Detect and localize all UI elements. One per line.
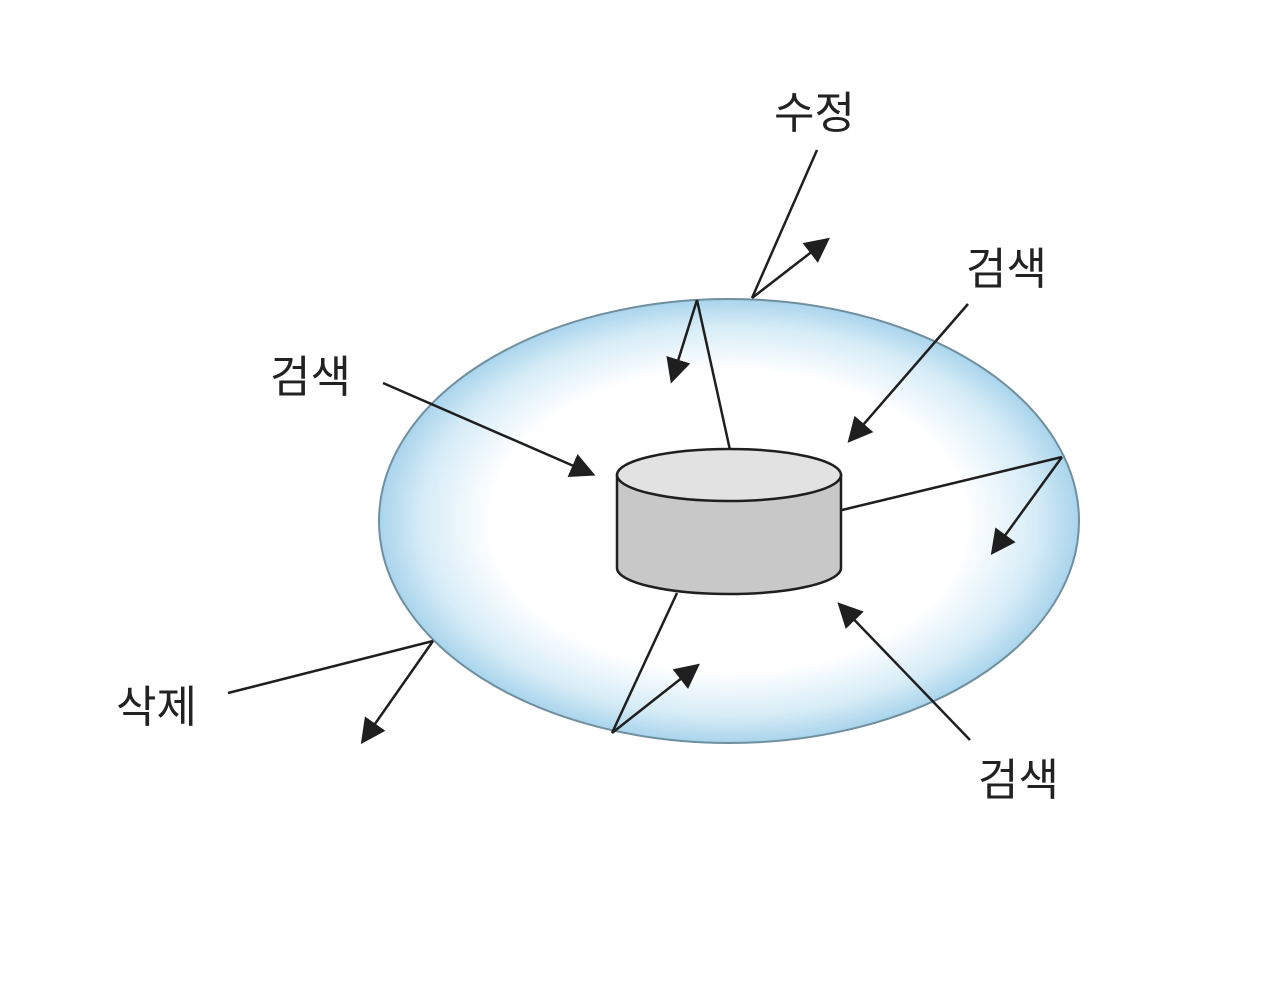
reflect-arrow-top: [666, 299, 699, 384]
modify-line: [750, 149, 819, 299]
reflect-arrow-bottom: [611, 663, 700, 734]
connector-line-top: [695, 299, 732, 451]
search-arrow-right: [847, 303, 969, 443]
label-modify: 수정: [774, 88, 855, 139]
label-delete: 삭제: [116, 682, 197, 733]
connector-line-bottom: [610, 592, 679, 734]
modify-arrow: [751, 237, 830, 299]
label-search-right: 검색: [966, 244, 1047, 295]
delete-line: [227, 639, 434, 695]
label-search-left: 검색: [270, 352, 351, 403]
label-search-bottom: 검색: [978, 755, 1059, 806]
cylinder-body: [615, 473, 843, 596]
cylinder-top: [615, 447, 843, 503]
reflect-arrow-right: [990, 456, 1064, 556]
delete-arrow: [360, 640, 435, 745]
search-arrow-left: [382, 381, 596, 477]
database-cylinder: [615, 447, 843, 596]
connector-line-right: [841, 455, 1063, 512]
search-arrow-bottom: [837, 602, 971, 741]
